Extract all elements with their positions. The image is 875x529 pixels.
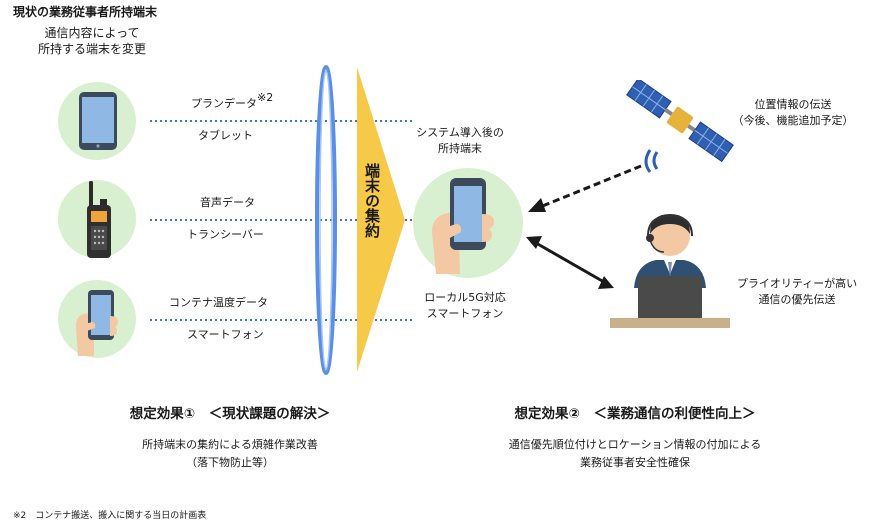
local5g-smartphone-icon [432,178,494,274]
operator-text-line2: 通信の優先伝送 [758,293,836,306]
transceiver-label: トランシーバー [187,228,264,241]
header-subtitle-line2: 所持する端末を変更 [37,42,146,56]
aggregation-label: 端末の集約 [363,163,381,238]
satellite-text-line2: （今後、機能追加予定） [732,114,854,127]
double-arrow-operator [535,241,605,284]
effect2-line2: 業務従事者安全性確保 [580,456,690,469]
note-mark: ※2 [257,91,274,104]
tablet-data-label: プランデータ [191,97,257,110]
transceiver-data-label: 音声データ [200,196,255,209]
effect1-line2: （落下物防止等） [186,456,274,469]
tablet-icon [79,92,117,150]
footnote: ※2 コンテナ搬送、搬入に関する当日の計画表 [13,511,207,521]
after-device-line1: ローカル5G対応 [424,291,506,304]
operator-icon [610,214,730,328]
smartphone-label: スマートフォン [187,328,264,341]
effect1-title: 想定効果① ＜現状課題の解決＞ [129,406,331,422]
transceiver-icon [87,181,111,258]
hand-smartphone-icon [76,290,118,356]
aggregation-arrow [357,67,405,372]
effect1-line1: 所持端末の集約による煩雑作業改善 [142,438,318,451]
effect2-line1: 通信優先順位付けとロケーション情報の付加による [508,438,762,451]
dashed-arrow-satellite [539,164,642,209]
header-subtitle-line1: 通信内容によって [44,26,140,40]
smartphone-data-label: コンテナ温度データ [169,296,268,309]
header-title: 現状の業務従事者所持端末 [13,5,158,19]
satellite-icon [626,80,734,173]
effect2-title: 想定効果② ＜業務通信の利便性向上＞ [514,406,756,422]
after-device-line2: スマートフォン [426,307,504,320]
tablet-label: タブレット [198,129,253,142]
blue-ellipse [315,65,337,375]
after-caption-line2: 所持端末 [438,142,482,155]
satellite-text-line1: 位置情報の伝送 [754,98,832,111]
operator-text-line1: プライオリティーが高い [736,277,858,290]
after-caption-line1: システム導入後の [416,126,504,139]
